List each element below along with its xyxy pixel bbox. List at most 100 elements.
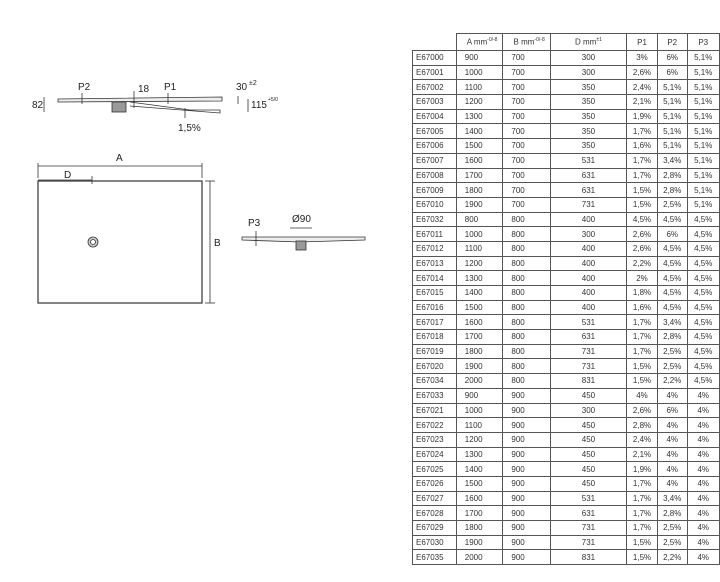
cell-p3: 4% [686,549,720,566]
header-d: D mm±1 [549,33,628,51]
cell-a: 1400 [455,123,504,140]
cell-p3: 5,1% [686,123,720,140]
cell-a: 1800 [455,520,504,536]
cell-p2: 4% [657,431,688,448]
cell-p1: 2,1% [626,446,658,463]
cell-code: E67021 [412,402,457,419]
cell-p3: 4% [686,490,720,507]
cell-p2: 6% [657,226,688,242]
cell-p1: 2% [626,270,658,286]
cell-p3: 4% [686,431,720,448]
cell-d: 531 [549,490,628,507]
cell-code: E67007 [412,152,457,169]
cell-b: 900 [502,490,551,507]
cell-b: 700 [502,94,551,110]
cell-code: E67017 [412,314,457,331]
cell-d: 531 [549,314,628,331]
cell-p1: 1,7% [626,505,658,521]
cell-d: 300 [549,50,628,66]
label-p3: P3 [248,218,261,229]
plan-view [37,163,215,304]
cell-p1: 1,7% [626,343,658,360]
cell-code: E67002 [412,79,457,96]
cell-d: 350 [549,138,628,154]
cell-p1: 1,7% [626,167,658,184]
cell-p2: 2,5% [657,343,688,360]
cell-d: 631 [549,182,628,198]
cell-d: 731 [549,520,628,536]
cell-b: 900 [502,402,551,419]
cell-p2: 2,2% [657,549,688,566]
header-d-tol: ±1 [596,37,602,44]
cell-p2: 2,8% [657,329,688,345]
cell-p3: 4,5% [686,314,720,331]
cell-code: E67026 [412,475,457,492]
cell-code: E67000 [412,50,457,66]
cell-a: 1700 [455,505,504,521]
header-d-label: D mm [575,37,597,47]
cell-p2: 4% [657,417,688,433]
cell-d: 631 [549,329,628,345]
cell-d: 400 [549,255,628,272]
label-30: 30 [236,82,248,93]
cell-p1: 1,8% [626,285,658,301]
cell-b: 800 [502,226,551,242]
cell-p3: 5,1% [686,138,720,154]
cell-code: E67019 [412,343,457,360]
cell-p3: 4,5% [686,226,720,242]
cell-d: 531 [549,152,628,169]
cell-b: 700 [502,79,551,96]
cell-d: 631 [549,505,628,521]
cell-a: 1700 [455,329,504,345]
cell-p1: 1,7% [626,520,658,536]
cell-a: 800 [455,211,504,228]
cell-p2: 3,4% [657,314,688,331]
cell-p1: 2,4% [626,431,658,448]
cell-p3: 4% [686,520,720,536]
cell-b: 900 [502,431,551,448]
cell-p3: 4,5% [686,240,720,257]
cell-b: 800 [502,299,551,316]
cell-p2: 4,5% [657,299,688,316]
cell-p1: 1,6% [626,138,658,154]
cell-code: E67010 [412,196,457,213]
cell-d: 731 [549,358,628,375]
cell-a: 900 [455,50,504,66]
label-30-tol: ±2 [249,80,257,87]
label-p1: P1 [164,82,177,93]
cell-a: 1600 [455,314,504,331]
cell-p3: 4,5% [686,270,720,286]
cell-p2: 4% [657,387,688,404]
cell-p1: 1,7% [626,314,658,331]
cell-code: E67018 [412,329,457,345]
cell-b: 900 [502,387,551,404]
cell-p3: 4% [686,402,720,419]
label-115: 115 [251,100,267,111]
cell-p1: 1,7% [626,490,658,507]
cell-p2: 2,8% [657,182,688,198]
cell-code: E67034 [412,373,457,389]
cell-a: 1000 [455,226,504,242]
cell-b: 800 [502,329,551,345]
cell-p1: 2,4% [626,79,658,96]
cell-p2: 6% [657,402,688,419]
header-b-tol: -0/-8 [534,37,545,44]
cell-p3: 4,5% [686,285,720,301]
cell-code: E67005 [412,123,457,140]
cell-d: 400 [549,240,628,257]
cell-b: 800 [502,255,551,272]
header-a-label: A mm [466,37,488,47]
cell-p2: 5,1% [657,138,688,154]
cell-p1: 2,6% [626,64,658,81]
cell-d: 350 [549,79,628,96]
side-view [241,227,366,251]
